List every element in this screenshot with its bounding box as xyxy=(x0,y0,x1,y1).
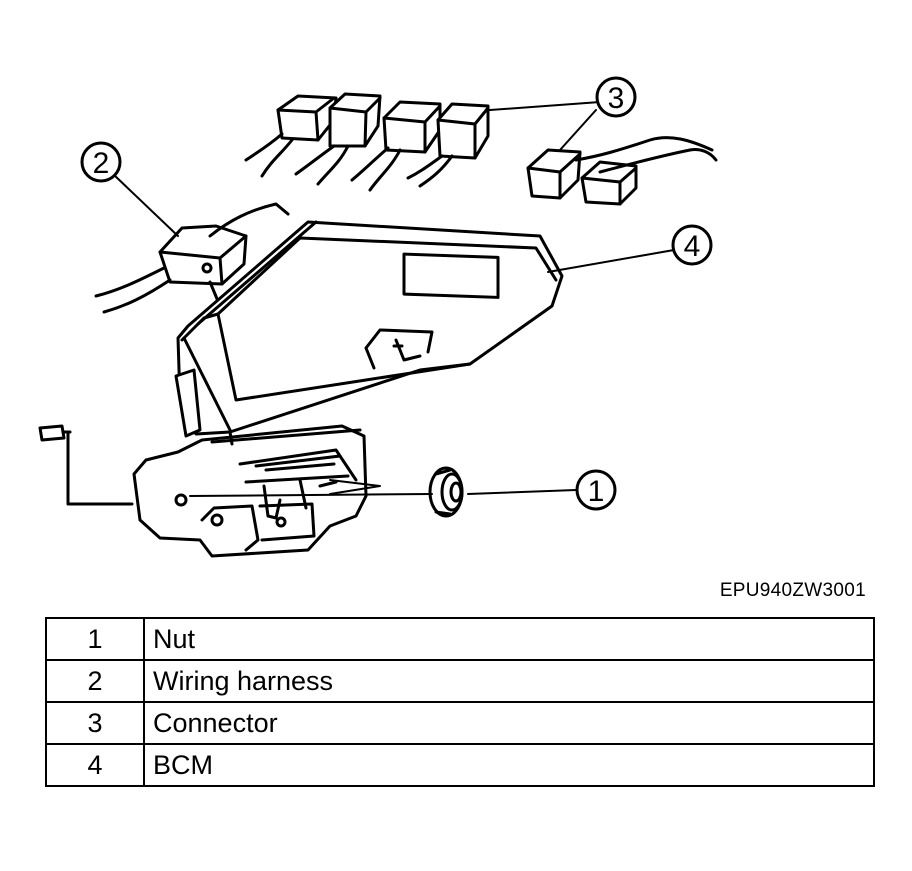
table-row: 1 Nut xyxy=(45,617,875,661)
wiring-harness-connector xyxy=(94,202,290,314)
legend-name: Nut xyxy=(143,617,875,661)
legend-name: Connector xyxy=(143,701,875,745)
callout-1-label: 1 xyxy=(588,475,605,508)
bcm-unit xyxy=(174,220,564,438)
figure-id: EPU940ZW3001 xyxy=(719,580,866,601)
callout-2 xyxy=(80,141,122,183)
bcm-exploded-diagram: 1 2 3 4 xyxy=(38,76,718,558)
parts-legend-table: 1 Nut 2 Wiring harness 3 Connector 4 BCM xyxy=(45,617,875,787)
table-row: 2 Wiring harness xyxy=(45,659,875,703)
callout-4-label: 4 xyxy=(684,230,701,263)
legend-name: Wiring harness xyxy=(143,659,875,703)
connector-group-right xyxy=(526,136,718,206)
legend-number: 2 xyxy=(45,659,145,703)
callout-2-label: 2 xyxy=(93,147,110,180)
legend-number: 3 xyxy=(45,701,145,745)
callout-3-label: 3 xyxy=(608,82,625,115)
legend-name: BCM xyxy=(143,743,875,787)
callout-3 xyxy=(595,76,637,118)
nut-icon xyxy=(428,466,464,518)
pin-icon xyxy=(38,424,134,506)
legend-number: 1 xyxy=(45,617,145,661)
callout-4 xyxy=(671,224,713,266)
mounting-bracket xyxy=(132,424,368,558)
table-row: 4 BCM xyxy=(45,743,875,787)
legend-number: 4 xyxy=(45,743,145,787)
callout-1 xyxy=(575,469,617,511)
table-row: 3 Connector xyxy=(45,701,875,745)
connector-group-top xyxy=(244,92,490,192)
